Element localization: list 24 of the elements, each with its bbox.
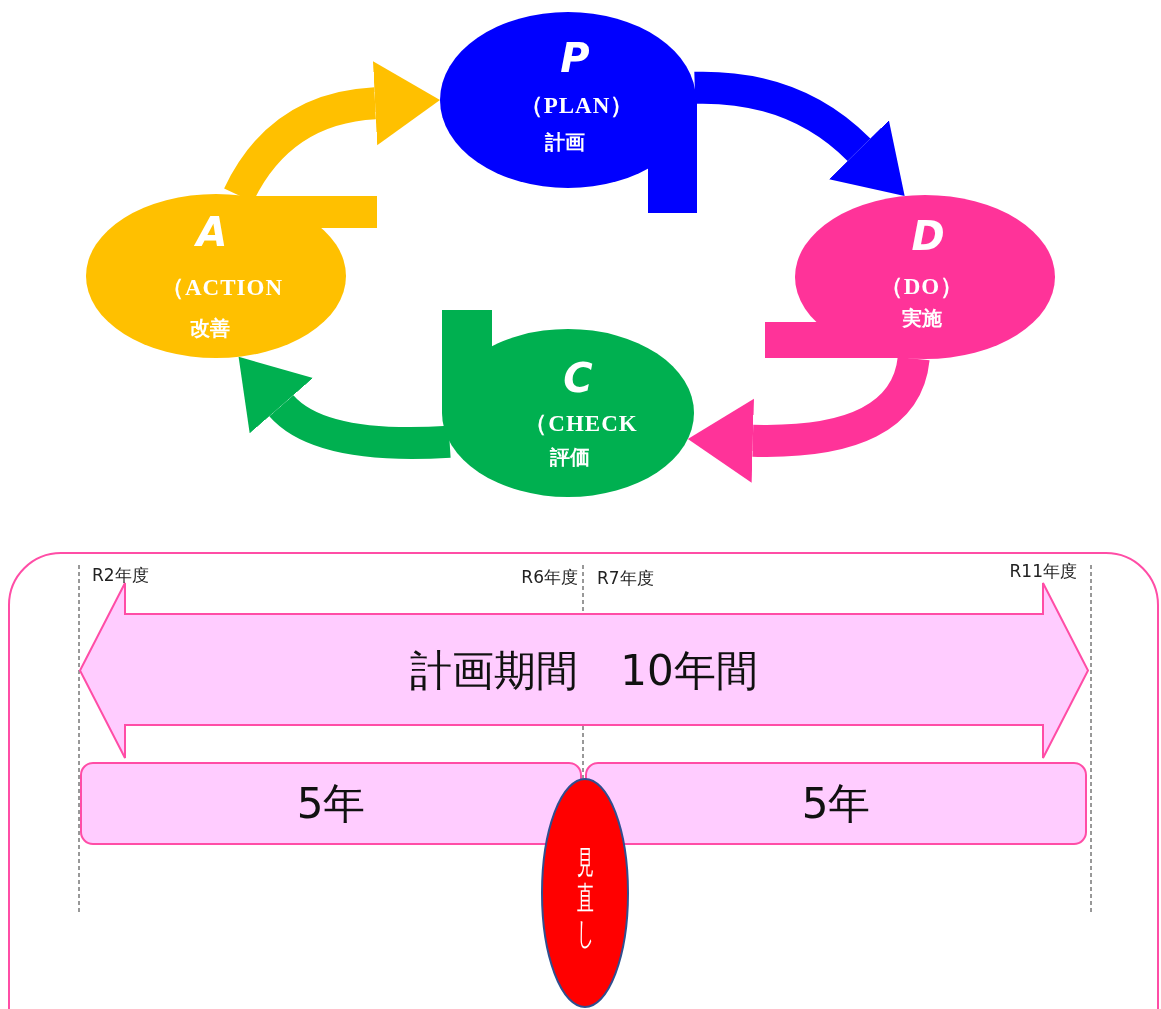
plan-period-label: 計画期間 10年間 — [410, 649, 758, 692]
cycle-english-term: （CHECK — [524, 411, 638, 435]
review-ellipse — [541, 778, 629, 1008]
cycle-letter: A — [196, 212, 228, 252]
timeline-panel — [8, 552, 1159, 1009]
cycle-japanese-term: 評価 — [550, 447, 590, 467]
cycle-letter: C — [563, 358, 593, 398]
cycle-japanese-term: 改善 — [190, 318, 230, 338]
cycle-english-term: （DO） — [879, 274, 965, 298]
fiscal-year-label: R6年度 — [521, 569, 578, 586]
period-label: 5年 — [801, 782, 871, 825]
cycle-letter: D — [911, 216, 945, 256]
period-bar — [80, 762, 582, 845]
cycle-japanese-term: 実施 — [902, 308, 942, 328]
review-label: 見直し — [576, 844, 594, 952]
fiscal-year-label: R7年度 — [597, 570, 654, 587]
cycle-letter: P — [560, 38, 590, 78]
fiscal-year-label: R2年度 — [92, 567, 149, 584]
period-bar — [585, 762, 1087, 845]
curved-arrow — [694, 71, 907, 195]
cycle-english-term: （ACTION — [161, 275, 283, 299]
period-label: 5年 — [296, 782, 366, 825]
cycle-english-term: （PLAN） — [519, 93, 635, 117]
cycle-japanese-term: 計画 — [545, 132, 585, 152]
